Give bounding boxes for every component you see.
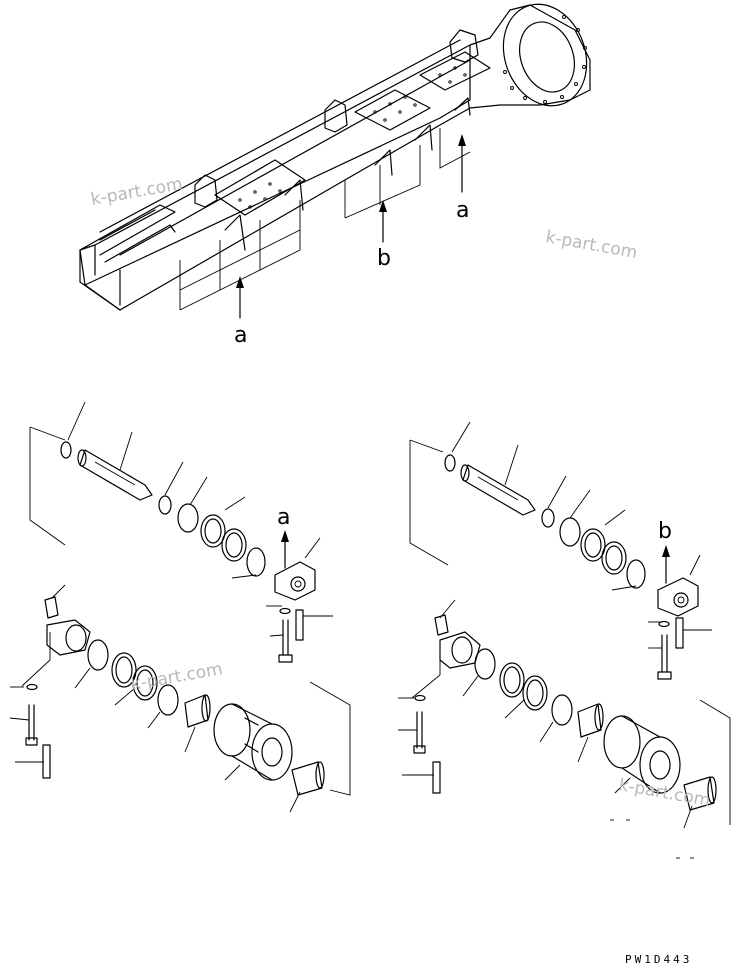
track-frame <box>79 3 591 311</box>
frame-callouts <box>236 134 466 319</box>
right-roller-assembly <box>398 421 731 859</box>
left-roller-assembly <box>9 401 351 813</box>
frame-label-b: b <box>377 246 391 271</box>
assembly-label-b: b <box>658 519 672 544</box>
frame-label-a-left: a <box>234 323 247 348</box>
watermark-2: k-part.com <box>544 227 639 263</box>
assembly-label-a: a <box>277 505 290 530</box>
watermark-3: k-part.com <box>129 659 224 695</box>
frame-label-a-right: a <box>456 198 469 223</box>
drawing-code: PW1D443 <box>625 953 692 966</box>
